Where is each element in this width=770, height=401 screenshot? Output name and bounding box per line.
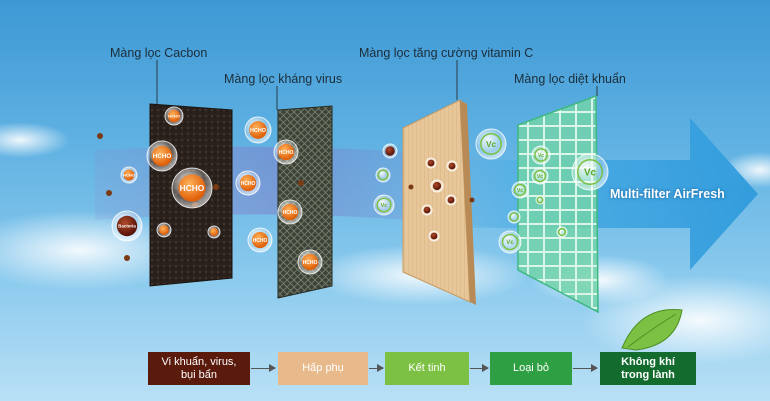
bacteria-particle — [421, 204, 433, 216]
vitamin-particle-label: Vc — [537, 174, 543, 180]
hcho-particle: HCHO — [277, 199, 303, 225]
flow-step-fresh-air-line1: Không khí — [621, 355, 675, 368]
hcho-particle: HCHO — [297, 249, 323, 275]
antivirus-filter-label: Màng lọc kháng virus — [224, 72, 343, 86]
dust-dot — [124, 255, 130, 261]
dust-dot — [97, 133, 103, 139]
vitamin-filter-panel — [402, 99, 471, 303]
hcho-particle: HCHO — [273, 139, 299, 165]
vitamin-filter-edge — [460, 100, 476, 305]
particles: HCHOHCHOHCHOHCHOBacteriaHCHOHCHOHCHOHCHO… — [97, 106, 609, 275]
bacteria-particle-label: Bacteria — [118, 224, 136, 229]
flow-step-fresh-air-line2: trong lành — [621, 368, 675, 381]
flow-step-removal-label: Loại bỏ — [512, 362, 550, 374]
bacteria-particle: Bacteria — [111, 210, 143, 242]
vitamin-particle: Vc — [531, 167, 549, 185]
hcho-particle-label: HCHO — [283, 210, 298, 216]
hcho-particle-label: HCHO — [123, 172, 135, 177]
hcho-particle: HCHO — [235, 170, 261, 196]
hcho-particle: HCHO — [164, 106, 184, 126]
hcho-particle: HCHO — [120, 166, 138, 184]
hcho-particle-label: HCHO — [279, 150, 294, 156]
vitamin-particle: Vc — [373, 194, 395, 216]
dust-dot — [469, 197, 475, 203]
hcho-particle-label: HCHO — [153, 153, 172, 160]
flow-arrow-3 — [470, 364, 489, 372]
bacteria-particle — [428, 230, 440, 242]
antibacterial-filter-panel — [517, 94, 599, 314]
dust-dot — [298, 180, 304, 186]
vitamin-particle — [556, 226, 568, 238]
hcho-particle — [156, 222, 172, 238]
flow-step-pollutants-line1: Vi khuẩn, virus, — [161, 355, 237, 368]
flow-step-pollutants-line2: bụi bẩn — [180, 368, 218, 381]
vitamin-particle-label: Vc — [517, 188, 523, 194]
vitamin-particle-label: Vc — [584, 167, 597, 178]
bacteria-particle — [430, 179, 444, 193]
vitamin-particle — [535, 195, 545, 205]
hcho-particle: HCHO — [247, 227, 273, 253]
hcho-particle: HCHO — [244, 116, 272, 144]
hcho-particle-label: HCHO — [180, 183, 205, 193]
bacteria-particle — [445, 194, 457, 206]
vitamin-particle — [507, 210, 521, 224]
hcho-particle-label: HCHO — [303, 260, 318, 266]
hcho-particle-label: HCHO — [241, 181, 256, 187]
hcho-particle — [207, 225, 221, 239]
hcho-particle-label: HCHO — [253, 238, 268, 244]
bacteria-particle — [425, 157, 437, 169]
dust-dot — [213, 184, 219, 190]
dust-dot — [408, 184, 414, 190]
flow-step-removal: Loại bỏ — [490, 352, 572, 385]
vitamin-particle-label: Vc — [381, 203, 388, 209]
vitamin-particle: Vc — [498, 230, 522, 254]
vitamin-particle — [375, 167, 391, 183]
carbon-filter-label: Màng lọc Cacbon — [110, 46, 208, 60]
vitamin-filter-label: Màng lọc tăng cường vitamin C — [359, 46, 534, 60]
airflow-arrow — [460, 118, 758, 270]
vitamin-particle: Vc — [511, 181, 529, 199]
flow-step-crystallization-label: Kết tinh — [408, 362, 446, 374]
flow-arrow-4 — [573, 364, 598, 372]
flow-arrow-2 — [369, 364, 384, 372]
vitamin-particle: Vc — [571, 153, 609, 191]
vitamin-particle: Vc — [531, 145, 551, 165]
dust-dot — [106, 190, 112, 196]
hcho-particle-label: HCHO — [168, 113, 180, 118]
flow-step-adsorption: Hấp phụ — [278, 352, 368, 385]
flow-step-adsorption-label: Hấp phụ — [302, 362, 344, 374]
vitamin-particle-label: Vc — [486, 140, 497, 149]
bacteria-particle — [446, 160, 458, 172]
hcho-particle: HCHO — [146, 140, 178, 172]
vitamin-particle-label: Vc — [538, 153, 544, 159]
hcho-particle-label: HCHO — [250, 128, 267, 134]
antibacterial-filter-label: Màng lọc diệt khuẩn — [514, 72, 626, 86]
hcho-particle: HCHO — [171, 167, 213, 209]
leaf-icon — [621, 308, 683, 351]
bacteria-particle — [382, 143, 398, 159]
vitamin-particle: Vc — [475, 128, 507, 160]
flow-arrow-1 — [251, 364, 276, 372]
airfresh-arrow-label: Multi-filter AirFresh — [610, 187, 725, 201]
vitamin-particle-label: Vc — [506, 240, 514, 246]
flow-step-crystallization: Kết tinh — [385, 352, 469, 385]
flow-step-pollutants: Vi khuẩn, virus,bụi bẩn — [148, 352, 250, 385]
